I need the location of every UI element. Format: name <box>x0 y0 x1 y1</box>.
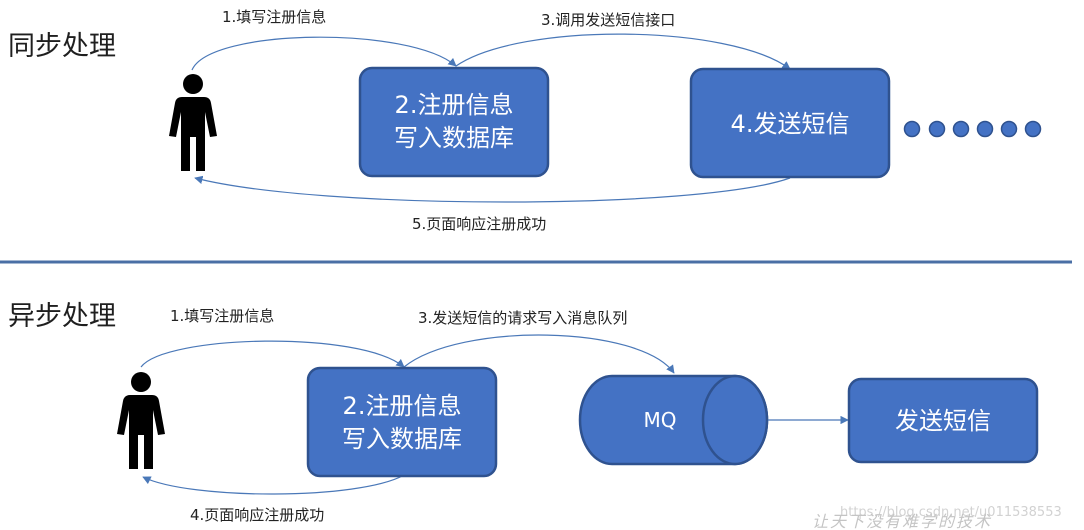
async-section-title: 异步处理 <box>8 301 116 332</box>
ellipsis-dot <box>976 120 994 138</box>
ellipsis-dots <box>903 120 1042 138</box>
async-send-sms-box: 发送短信 <box>847 377 1039 464</box>
label-page-response: 5.页面响应注册成功 <box>412 215 546 233</box>
user-icon <box>117 372 165 469</box>
label-enqueue-sms: 3.发送短信的请求写入消息队列 <box>418 309 627 327</box>
ellipsis-dot <box>1000 120 1018 138</box>
arrow-page-response <box>194 175 791 203</box>
async-register-db-box: 2.注册信息 写入数据库 <box>306 366 498 478</box>
sync-section-title: 同步处理 <box>8 31 116 62</box>
ellipsis-dot <box>1024 120 1042 138</box>
arrow-page-response <box>142 474 405 495</box>
watermark-stamp: 让天下没有难学的技术 <box>812 512 992 530</box>
sync-section: 同步处理 1.填写注册信息 3.调用发送短信接口 5.页面响应注册成功 2.注册… <box>8 8 1042 233</box>
arrow-fill-registration <box>191 36 457 71</box>
label-fill-registration: 1.填写注册信息 <box>222 8 326 26</box>
message-queue-label: MQ <box>644 408 677 432</box>
ellipsis-dot <box>952 120 970 138</box>
watermark-url: https://blog.csdn.net/u011538553 <box>840 505 1062 520</box>
ellipsis-dot <box>903 120 921 138</box>
async-section: 异步处理 1.填写注册信息 3.发送短信的请求写入消息队列 4.页面响应注册成功… <box>8 301 1039 524</box>
sync-send-sms-label: 4.发送短信 <box>731 110 850 138</box>
sync-register-db-box: 2.注册信息 写入数据库 <box>358 66 550 178</box>
message-queue-cylinder: MQ <box>578 374 769 466</box>
label-page-response: 4.页面响应注册成功 <box>190 506 324 524</box>
user-icon <box>169 74 217 171</box>
sync-register-db-line1: 2.注册信息 <box>395 91 514 119</box>
message-queue-end-cap <box>701 374 769 466</box>
async-register-db-line1: 2.注册信息 <box>343 392 462 420</box>
arrow-fill-registration <box>140 340 405 368</box>
async-send-sms-box-shape <box>847 377 1039 464</box>
sync-register-db-line2: 写入数据库 <box>394 124 514 152</box>
arrow-call-sms-api <box>455 33 791 70</box>
arrow-enqueue-sms <box>403 334 675 374</box>
async-register-db-line2: 写入数据库 <box>342 425 462 453</box>
label-fill-registration: 1.填写注册信息 <box>170 307 274 325</box>
async-register-db-box-shape <box>306 366 498 478</box>
label-call-sms-api: 3.调用发送短信接口 <box>541 11 675 29</box>
sync-send-sms-box: 4.发送短信 <box>689 67 891 179</box>
sync-register-db-box-shape <box>358 66 550 178</box>
sync-send-sms-box-shape <box>689 67 891 179</box>
async-send-sms-label: 发送短信 <box>895 407 991 435</box>
ellipsis-dot <box>928 120 946 138</box>
